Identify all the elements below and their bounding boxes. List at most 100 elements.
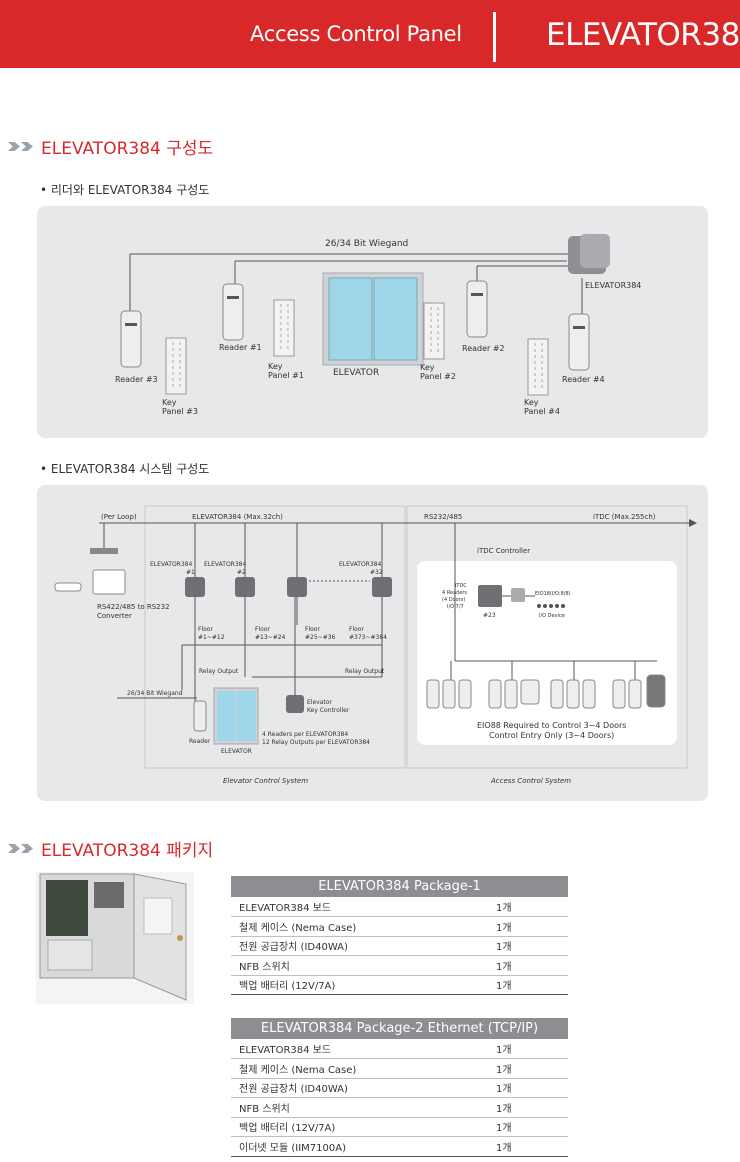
key-3-label: Key (162, 398, 177, 407)
table-row: 철제 케이스 (Nema Case)1개 (231, 1058, 568, 1079)
itdc-max-label: iTDC (Max.255ch) (593, 513, 656, 521)
key-panel-2-label: Panel #2 (420, 372, 456, 381)
per-loop-label: (Per Loop) (101, 513, 137, 521)
floor-label-3: Floor (305, 626, 320, 633)
converter-label-1: RS422/485 to RS232 (97, 603, 170, 611)
item-name: ELEVATOR384 보드 (231, 897, 496, 917)
converter-label-2: Converter (97, 612, 132, 620)
bullet-reader-diagram: • 리더와 ELEVATOR384 구성도 (40, 183, 210, 197)
reader-label: Reader (189, 738, 211, 745)
itdc-text-3: (4 Doors) (442, 597, 465, 603)
floor-range-2: #13~#24 (255, 634, 286, 641)
item-name: ELEVATOR384 보드 (231, 1039, 496, 1059)
reader-1-icon (222, 283, 244, 341)
ev2-label-a: ELEVATOR384 (204, 561, 246, 568)
elevator-icon-small (213, 687, 259, 745)
table-row: 백업 배터리 (12V/7A)1개 (231, 975, 568, 995)
wiegand-label: 26/34 Bit Wiegand (325, 239, 408, 249)
eio-note-2: Control Entry Only (3~4 Doors) (489, 731, 614, 740)
itdc-text-2: 4 Readers (442, 590, 467, 596)
item-name: 철제 케이스 (Nema Case) (231, 916, 496, 937)
table-row: 백업 배터리 (12V/7A)1개 (231, 1117, 568, 1137)
item-name: 전원 공급장치 (ID40WA) (231, 1078, 496, 1098)
package-2-title: ELEVATOR384 Package-2 Ethernet (TCP/IP) (231, 1018, 568, 1039)
double-arrow-icon (8, 142, 33, 151)
key-panel-2-icon (423, 302, 445, 360)
header-subtitle: Access Control Panel (250, 22, 462, 46)
section-title-configuration: ELEVATOR384 구성도 (8, 134, 213, 159)
floor-label-1: Floor (198, 626, 213, 633)
floor-range-1: #1~#12 (198, 634, 225, 641)
item-name: 철제 케이스 (Nema Case) (231, 1058, 496, 1079)
item-qty: 1개 (496, 916, 568, 937)
reader-1-label: Reader #1 (219, 343, 262, 352)
monitor-icon (92, 569, 126, 595)
itdc-id-label: #23 (483, 612, 496, 619)
reader-2-label: Reader #2 (462, 344, 505, 353)
floor-label-4: Floor (349, 626, 364, 633)
itdc-text-1: iTDC (455, 583, 467, 589)
item-qty: 1개 (496, 936, 568, 956)
item-qty: 1개 (496, 1078, 568, 1098)
reader-2-icon (466, 280, 488, 338)
rs-bus-label: RS232/485 (424, 513, 462, 521)
eio-label: EIO18(I/O:8/8) (535, 591, 571, 597)
keyboard-icon (54, 582, 82, 592)
item-qty: 1개 (496, 975, 568, 995)
access-control-system-box (406, 505, 688, 769)
reader-3-label: Reader #3 (115, 375, 158, 384)
elev-bus-label: ELEVATOR384 (Max.32ch) (192, 513, 283, 521)
itdc-device-icon (478, 585, 502, 607)
table-row: 이더넷 모듈 (IIM7100A)1개 (231, 1136, 568, 1157)
itdc-controller-label: iTDC Controller (477, 547, 530, 555)
item-qty: 1개 (496, 955, 568, 976)
item-name: 이더넷 모듈 (IIM7100A) (231, 1136, 496, 1157)
ev1-label-b: #1 (186, 569, 195, 576)
header-model: ELEVATOR384 (546, 17, 740, 53)
system-diagram: (Per Loop) ELEVATOR384 (Max.32ch) RS232/… (54, 505, 697, 785)
key-controller-label-2: Key Controller (307, 707, 350, 714)
floor-range-4: #373~#384 (349, 634, 387, 641)
key-panel-3-label: Panel #3 (162, 407, 198, 416)
table-row: 철제 케이스 (Nema Case)1개 (231, 916, 568, 937)
elevator-control-system-box (144, 505, 406, 769)
elevator384-2-icon (235, 577, 255, 597)
relay-output-label-2: Relay Output (345, 668, 385, 675)
reader-3-icon (120, 310, 142, 368)
elevator-label: ELEVATOR (333, 368, 379, 378)
key-panel-1-label: Panel #1 (268, 371, 304, 380)
package-2-table: ELEVATOR384 Package-2 Ethernet (TCP/IP) … (231, 1018, 568, 1157)
elevator384-1-icon (185, 577, 205, 597)
key-panel-4-label: Panel #4 (524, 407, 560, 416)
table-row: 전원 공급장치 (ID40WA)1개 (231, 936, 568, 956)
controller-label: ELEVATOR384 (585, 281, 641, 290)
door-reader-icons (426, 674, 666, 709)
item-qty: 1개 (496, 897, 568, 917)
converter-icon (90, 548, 118, 554)
reader-icon (193, 700, 207, 732)
itdc-text-4: I/O 7/7 (447, 604, 464, 610)
ev1-label-a: ELEVATOR384 (150, 561, 192, 568)
item-qty: 1개 (496, 1058, 568, 1079)
elevator-label-2: ELEVATOR (221, 748, 252, 755)
item-name: 백업 배터리 (12V/7A) (231, 975, 496, 995)
section-title-text: ELEVATOR384 구성도 (41, 139, 214, 159)
reader-4-label: Reader #4 (562, 375, 605, 384)
item-name: 백업 배터리 (12V/7A) (231, 1117, 496, 1137)
item-qty: 1개 (496, 1039, 568, 1059)
key-panel-4-icon (527, 338, 549, 396)
item-name: 전원 공급장치 (ID40WA) (231, 936, 496, 956)
ev32-label-a: ELEVATOR384 (339, 561, 381, 568)
eio-device-icon (511, 588, 525, 602)
note-line-2: 12 Relay Outputs per ELEVATOR384 (262, 739, 370, 746)
key-4-label: Key (524, 398, 539, 407)
key-controller-label-1: Elevator (307, 699, 332, 706)
elevator-system-label: Elevator Control System (223, 777, 308, 785)
ev32-label-b: #32 (370, 569, 383, 576)
key-2-label: Key (420, 363, 435, 372)
product-photo (36, 872, 194, 1004)
